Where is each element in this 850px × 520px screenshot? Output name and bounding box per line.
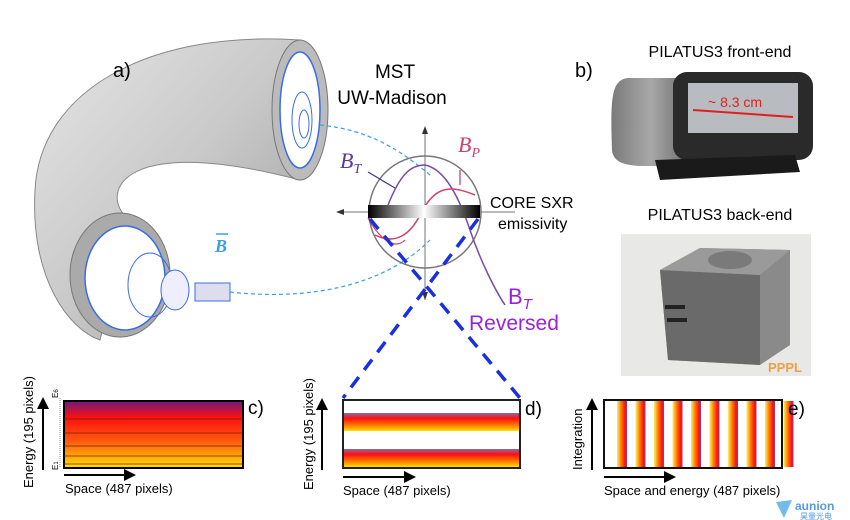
pppl-logo: PPPL: [768, 360, 802, 375]
stripe: [617, 401, 627, 467]
panel-d-label: d): [525, 399, 542, 420]
torus-illustration: [34, 38, 431, 341]
watermark-subtext: 昊量光电: [800, 511, 832, 520]
stripe: [635, 401, 646, 467]
e6-label: E6: [51, 389, 60, 398]
stripe: [691, 401, 701, 467]
front-end-photo: [605, 62, 815, 180]
panel-e-x-label: Space and energy (487 pixels): [604, 483, 780, 498]
mst-title: MST: [375, 62, 416, 83]
emissivity-label: emissivity: [498, 216, 567, 233]
e1-label: E1: [51, 461, 60, 470]
panel-c-label: c): [248, 398, 264, 419]
panel-b-label: b): [575, 60, 593, 82]
panel-d-y-label: Energy (195 pixels): [301, 378, 316, 490]
bp-label: BP: [458, 132, 480, 161]
panel-d-image: [342, 399, 521, 469]
bt-label: BT: [340, 148, 362, 177]
panel-c-image: [63, 400, 244, 469]
arrow-right-icon: [124, 469, 136, 481]
panel-e-frame: [603, 399, 783, 469]
stripe: [654, 401, 664, 467]
back-end-photo: [621, 234, 811, 376]
stripe: [783, 401, 794, 467]
panel-e-image: [604, 400, 794, 468]
stripe: [709, 401, 720, 467]
sightline-right: [368, 217, 522, 400]
arrow-right-icon: [664, 471, 676, 483]
panel-c-y-label: Energy (195 pixels): [21, 376, 36, 488]
panel-d-x-label: Space (487 pixels): [343, 483, 451, 498]
front-end-title: PILATUS3 front-end: [649, 44, 792, 61]
stripe: [765, 401, 775, 467]
arrow-up-icon: [37, 397, 49, 409]
cross-section: [336, 126, 515, 306]
panel-c-x-label: Space (487 pixels): [65, 481, 173, 496]
panel-e-label: e): [788, 399, 805, 420]
reversed-label: Reversed: [469, 312, 559, 335]
back-end-title: PILATUS3 back-end: [648, 207, 793, 224]
watermark-text: aunion: [795, 499, 834, 513]
watermark: aunion 昊量光电: [776, 499, 834, 520]
panel-e-y-label: Integration: [570, 409, 585, 470]
arrow-up-icon: [316, 398, 328, 410]
stripe: [746, 401, 757, 467]
arrow-up-icon: [586, 398, 598, 410]
field-vector-label: B: [214, 236, 227, 256]
sightline-left: [341, 217, 480, 400]
size-label: ~ 8.3 cm: [708, 94, 762, 110]
core-sxr-label: CORE SXR: [490, 195, 574, 212]
bt-reversed-symbol: BT: [508, 284, 534, 313]
stripe: [728, 401, 738, 467]
watermark-logo-icon: [776, 500, 792, 518]
uw-madison-title: UW-Madison: [337, 88, 446, 109]
arrow-right-icon: [404, 471, 416, 483]
stripe: [672, 401, 683, 467]
size-arrow: [692, 109, 794, 118]
panel-a-label: a): [113, 60, 131, 82]
